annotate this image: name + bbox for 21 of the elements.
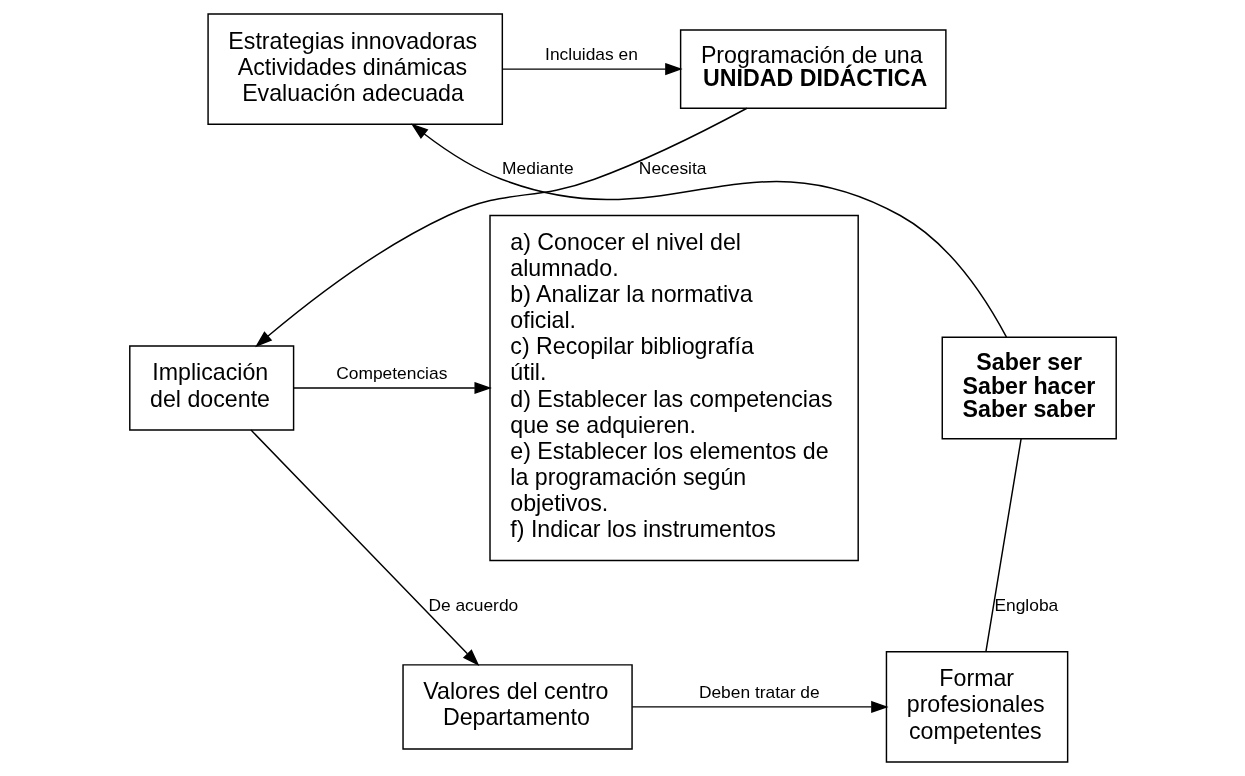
connector — [984, 438, 1022, 653]
node-box: Estrategias innovadoras Actividades dinámicas Evaluación adecuada — [206, 13, 503, 125]
edge-label: Incluidas en — [544, 43, 638, 64]
edge-label: Deben tratar de — [698, 681, 820, 702]
node-box: Programación de una UNIDAD DIDÁCTICA — [679, 29, 947, 109]
edge-label: Engloba — [993, 594, 1058, 615]
node-box: Formar profesionales competentes — [885, 651, 1068, 763]
arrow — [501, 63, 683, 76]
edge-label: Mediante — [501, 158, 574, 179]
node-box: a) Conocer el nivel del alumnado. b) Analizar la normativa oficial. c) Recopilar bibliografía útil. d) Establecer las competencias que se adquieren. e) Establecer los elementos de la programación según objetivos. f) Indicar los instrumentos — [488, 214, 859, 562]
edge-label: Competencias — [335, 362, 447, 383]
node-box: Saber ser Saber hacer Saber saber — [941, 336, 1117, 440]
arrow — [410, 123, 1007, 338]
node-box: Valores del centro Departamento — [401, 664, 633, 750]
arrow — [254, 107, 748, 348]
node-box: Implicación del docente — [128, 345, 294, 431]
arrow — [631, 700, 889, 713]
edge-label: De acuerdo — [427, 594, 518, 615]
arrow — [292, 381, 492, 395]
edge-label: Necesita — [638, 158, 706, 179]
arrow — [249, 429, 479, 666]
